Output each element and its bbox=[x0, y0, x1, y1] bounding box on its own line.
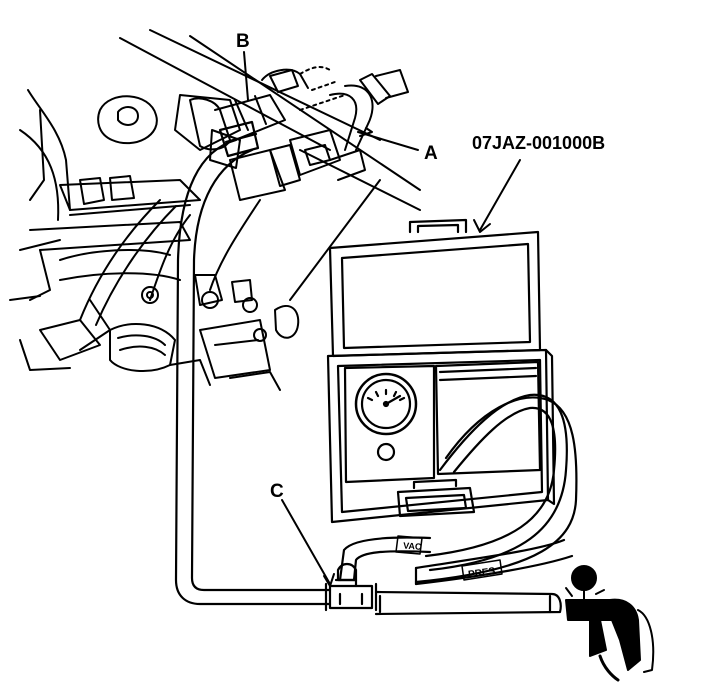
coiled-test-hoses bbox=[414, 393, 578, 584]
hose-label-pres: PRES bbox=[468, 566, 497, 581]
leader-line-b bbox=[243, 51, 249, 101]
callout-b: B bbox=[236, 31, 250, 52]
test-kit-case bbox=[326, 218, 556, 524]
vac-hose bbox=[338, 535, 432, 582]
tee-fitting-c bbox=[324, 562, 378, 612]
hand-vacuum-pump bbox=[565, 565, 655, 682]
leader-line-c bbox=[281, 499, 331, 585]
tool-number-label: 07JAZ-001000B bbox=[472, 133, 606, 153]
callout-a: A bbox=[424, 143, 438, 164]
engine-bay-drawing bbox=[9, 29, 421, 391]
outlet-hose bbox=[374, 590, 562, 616]
callout-c: C bbox=[270, 481, 284, 502]
leader-arrow-a bbox=[359, 127, 373, 137]
leader-line-tool bbox=[479, 159, 521, 231]
leader-arrow-tool bbox=[473, 219, 491, 233]
pres-hose bbox=[414, 538, 574, 586]
leader-line-a bbox=[357, 131, 419, 151]
vacuum-hose bbox=[174, 120, 332, 606]
hose-label-vac: VAC bbox=[403, 541, 422, 552]
